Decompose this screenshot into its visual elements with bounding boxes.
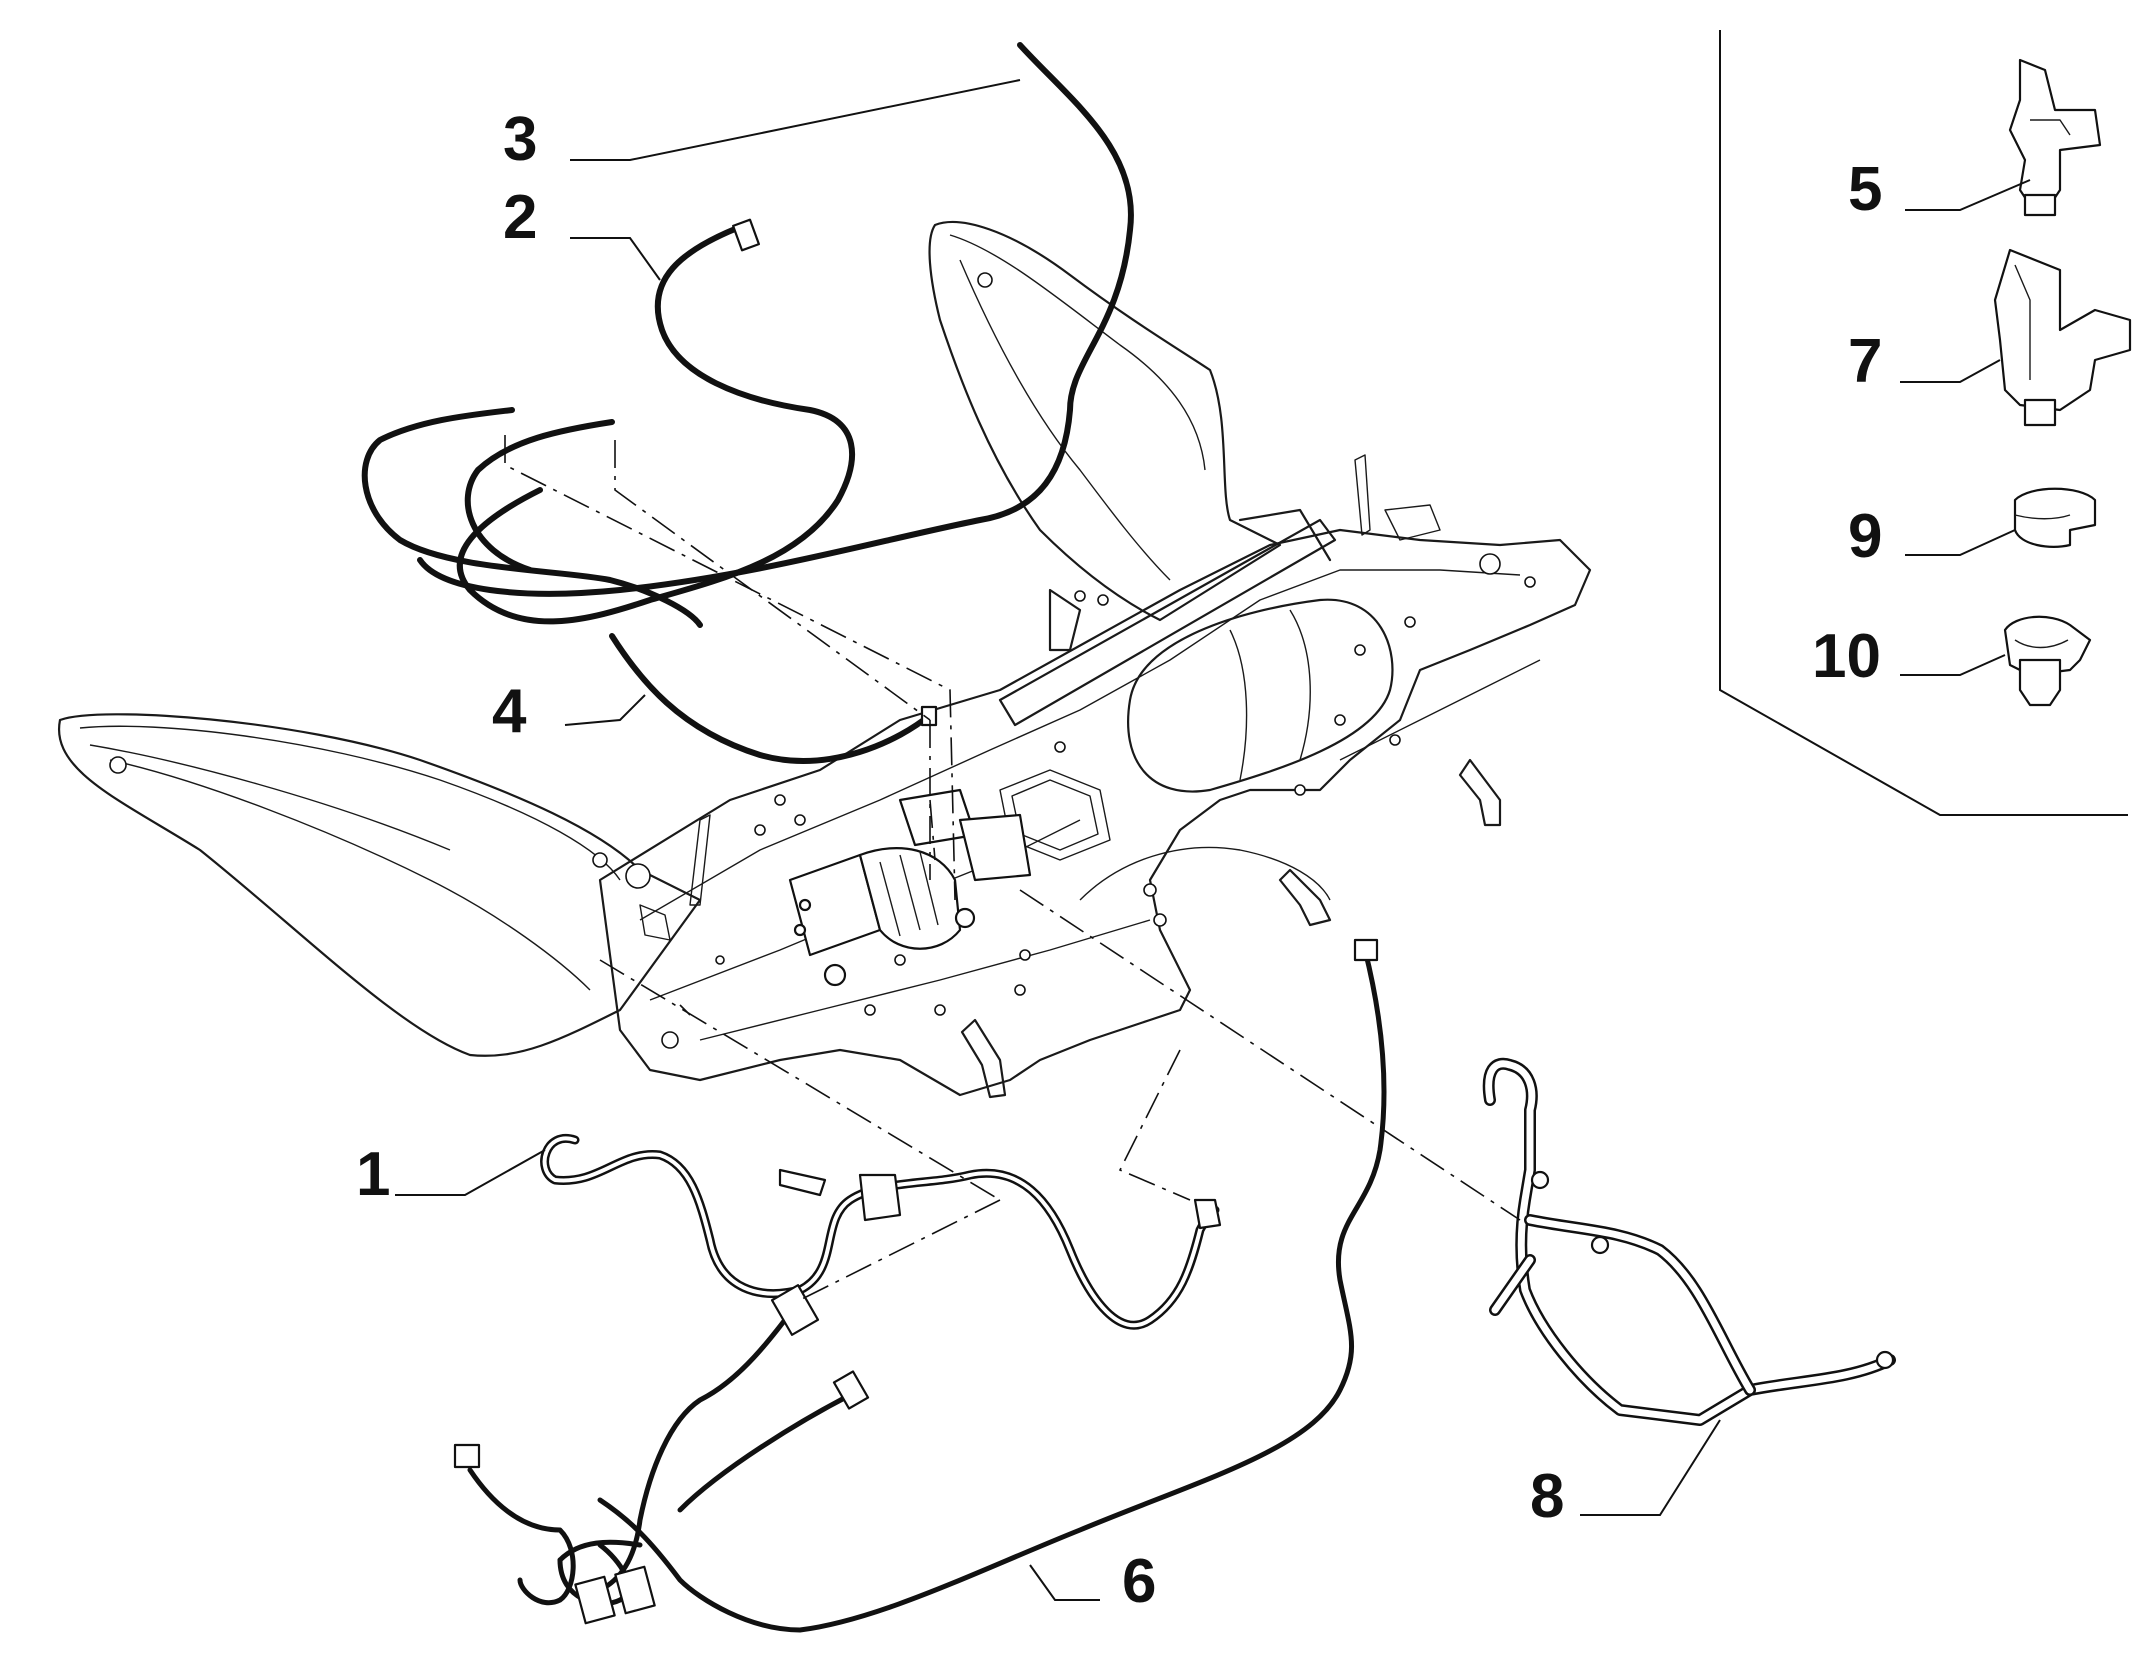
callout-5: 5	[1848, 155, 1882, 224]
hose-4	[609, 633, 938, 764]
callouts: 3 2 4 1 5 7 9 10 8 6	[356, 105, 1882, 1616]
assembly-lines	[504, 435, 1521, 1301]
callout-7: 7	[1848, 327, 1882, 396]
callout-3: 3	[503, 105, 537, 174]
bracket-clip-icon	[1993, 248, 2132, 427]
hose-2	[456, 218, 856, 625]
callout-1: 1	[356, 1140, 390, 1209]
callout-10: 10	[1812, 622, 1881, 691]
rear-subframe-icon	[57, 221, 1592, 1099]
air-compressor-icon	[788, 788, 1032, 987]
wire-harness-1	[540, 1133, 1222, 1330]
callout-4: 4	[492, 677, 527, 746]
clip-icon	[2008, 58, 2102, 217]
wire-harness-6	[453, 938, 1387, 1633]
hose-3	[417, 42, 1134, 597]
small-parts-panel	[1719, 30, 2128, 816]
callout-2: 2	[503, 183, 537, 252]
strap-clip-icon	[2013, 487, 2097, 548]
callout-6: 6	[1122, 1547, 1156, 1616]
callout-8: 8	[1530, 1462, 1564, 1531]
hose-4-loop	[361, 407, 703, 628]
cable-clamp-icon	[2003, 615, 2092, 707]
pipe-assembly-8	[1482, 1057, 1896, 1426]
callout-9: 9	[1848, 502, 1882, 571]
leader-lines	[395, 79, 2031, 1601]
